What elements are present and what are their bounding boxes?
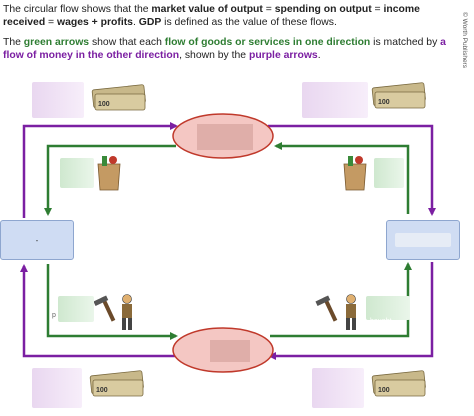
goods-flow-bottom-right-arrow [270, 262, 412, 338]
intro-text-run: = [262, 4, 275, 15]
intro-text-run: . [317, 49, 321, 61]
svg-text:100: 100 [96, 387, 108, 394]
goods-flow-top-left-arrow [44, 144, 176, 216]
intro-bold-run: GDP [138, 16, 162, 28]
green-arrows-term: green arrows [23, 37, 90, 49]
bottom-left-money-label [32, 368, 82, 408]
intro-bold-run: income received [3, 4, 420, 28]
svg-text:100: 100 [98, 101, 110, 108]
svg-text:100: 100 [378, 387, 390, 394]
right-sector-label-placeholder [395, 233, 451, 247]
money-flow-bottom-left-arrow [20, 264, 176, 358]
goods-flow-bottom-left-arrow [46, 264, 178, 340]
worker-icon [122, 294, 132, 330]
grocery-bag-icon [343, 156, 367, 191]
grocery-bag-icon [97, 156, 121, 191]
intro-text-run: is defined as the value of these flows. [161, 16, 337, 28]
left-sector-label: - [35, 235, 39, 245]
top-left-money-label [32, 82, 84, 118]
money-flow-top-right-arrow [268, 124, 436, 216]
left-flow-partial-text: p [52, 312, 56, 319]
money-bills-icon: 100 [89, 370, 144, 397]
intro-text-run: The circular flow shows that the [3, 4, 152, 15]
money-flow-bottom-right-arrow [268, 262, 434, 360]
money-flow-term: a flow of money in the other direction [3, 37, 446, 61]
intro-text-run: = [371, 4, 384, 15]
bottom-left-goods-label [58, 296, 94, 322]
top-right-money-label [302, 82, 368, 118]
right-sector-box [386, 220, 460, 260]
money-bills-icon: 100 [371, 370, 426, 397]
intro-text-run: , shown by the [179, 49, 249, 61]
top-left-goods-label [60, 158, 94, 188]
intro-bold-run: spending on output [274, 4, 372, 15]
goods-flow-top-right-arrow [274, 142, 410, 214]
top-right-goods-label [374, 158, 404, 188]
intro-text-run: = [45, 16, 58, 28]
intro-text-run: . [132, 16, 139, 28]
left-sector-box: - [0, 220, 74, 260]
bought-label: bought [370, 318, 392, 325]
bottom-market-label-placeholder [210, 340, 250, 362]
intro-text-run: The [3, 37, 24, 49]
money-flow-top-arrow [22, 122, 178, 218]
hammer-icon [315, 295, 338, 322]
purple-arrows-term: purple arrows [248, 49, 318, 61]
intro-text: The circular flow shows that the market … [3, 4, 459, 70]
money-bills-icon: 100 [371, 82, 426, 109]
intro-text-run: is matched by [370, 37, 441, 49]
worker-icon [346, 294, 356, 330]
svg-text:100: 100 [378, 99, 390, 106]
intro-bold-run: wages + profits [57, 16, 133, 28]
goods-flow-term: flow of goods or services in one directi… [164, 37, 371, 49]
money-bills-icon: 100 [91, 84, 146, 111]
hammer-icon [93, 295, 116, 322]
bottom-right-money-label [312, 368, 364, 408]
intro-bold-run: market value of output [151, 4, 263, 15]
top-market-label-placeholder [197, 124, 253, 150]
bottom-right-goods-label [366, 296, 410, 320]
intro-paragraph-2: The green arrows show that each flow of … [3, 37, 459, 62]
intro-text-run: show that each [89, 37, 165, 49]
intro-paragraph-1: The circular flow shows that the market … [3, 4, 459, 29]
